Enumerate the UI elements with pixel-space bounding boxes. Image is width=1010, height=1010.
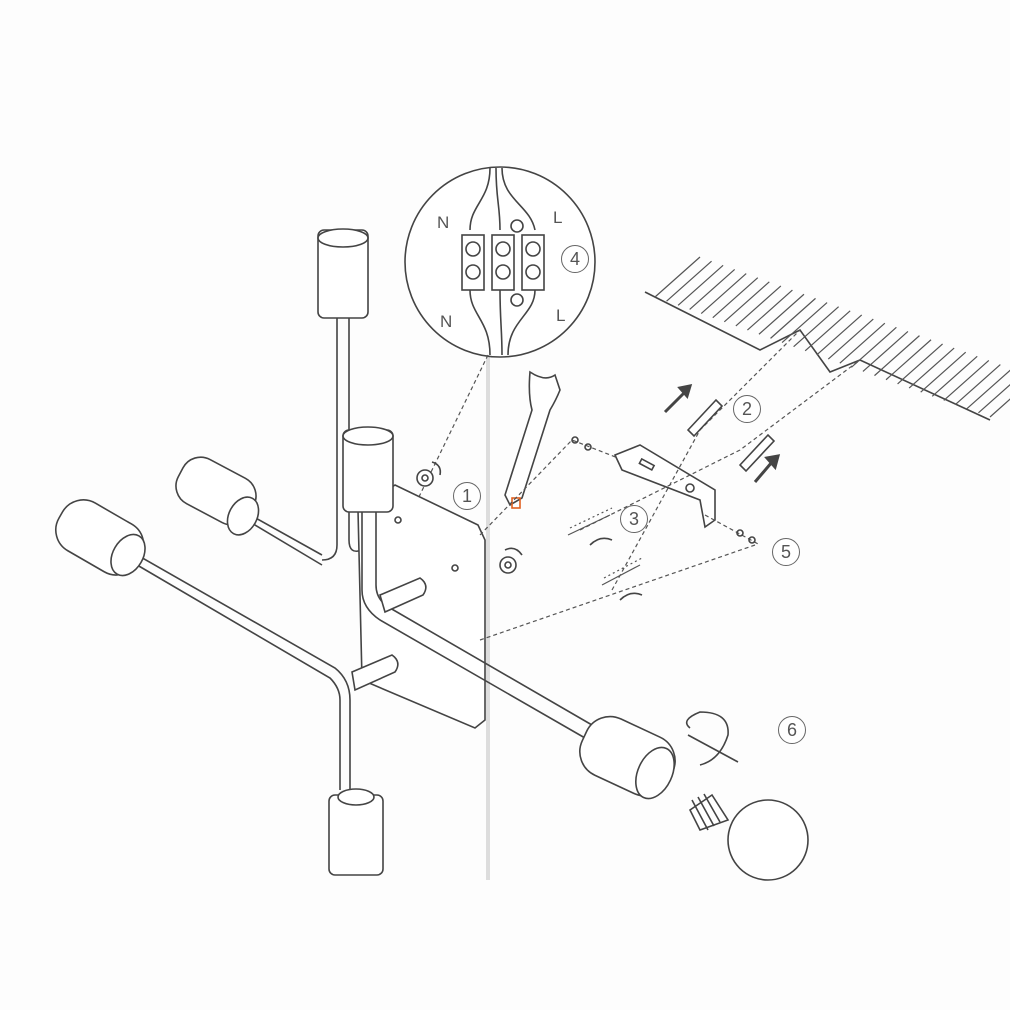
step-3-marker: 3 [620, 505, 648, 533]
screw-icon [601, 557, 643, 586]
hatch-line [654, 256, 701, 298]
light-bulb [688, 793, 809, 881]
hatch-line [920, 351, 967, 393]
hatch-line [689, 268, 736, 310]
arrow-up-icon [753, 454, 781, 483]
hatch-line [885, 339, 932, 381]
hatch-line [758, 293, 805, 335]
hatch-line [793, 306, 840, 348]
lamp-holder [328, 794, 384, 876]
mounting-bracket [613, 444, 716, 529]
ceiling-hatch [644, 256, 1010, 421]
live-label: L [556, 306, 566, 325]
hatch-line [978, 384, 1010, 414]
neutral-label: N [440, 312, 453, 331]
rotate-arrow-icon [589, 537, 643, 601]
hatch-line [897, 343, 943, 385]
hatch-line [770, 297, 816, 339]
hatch-line [931, 355, 978, 397]
mounting-plate [357, 484, 486, 729]
step-5-marker: 5 [772, 538, 800, 566]
hatch-line [677, 264, 724, 306]
hatch-line [862, 331, 909, 372]
step-2-marker: 2 [733, 395, 761, 423]
step-6-marker: 6 [778, 716, 806, 744]
hatch-line [850, 326, 897, 368]
rotate-arrow-icon [431, 461, 442, 476]
neutral-label: N [437, 213, 450, 232]
arrow-up-icon [663, 384, 693, 414]
step-4-marker: 4 [561, 245, 589, 273]
hatch-line [816, 314, 863, 356]
hatch-line [966, 369, 1010, 410]
hatch-line [874, 335, 920, 377]
hatch-line [804, 310, 851, 352]
hatch-line [989, 398, 1010, 418]
hatch-line [735, 285, 782, 327]
hatch-line [781, 302, 828, 343]
lamp-arm-right-long [342, 426, 676, 800]
hatch-line [839, 322, 886, 364]
hatch-line [943, 359, 990, 401]
hatch-line [712, 277, 759, 319]
nut-icon [416, 469, 434, 487]
hatch-line [747, 289, 793, 331]
step-1-marker: 1 [453, 482, 481, 510]
rotate-bulb-arrow-icon [685, 711, 729, 766]
ground-symbol-icon [510, 293, 524, 307]
screw-icon [567, 507, 613, 536]
hatch-line [700, 273, 747, 315]
wiring-inset [404, 166, 596, 358]
wrench-icon [504, 370, 561, 507]
hatch-line [954, 364, 1001, 406]
wall-anchor-icon [738, 433, 776, 473]
wall-anchor-icon [686, 398, 724, 438]
hatch-line [908, 347, 955, 389]
ground-symbol-icon [510, 219, 524, 233]
nut-icon [499, 556, 517, 574]
live-label: L [553, 208, 563, 227]
rotate-arrow-icon [504, 547, 523, 556]
hatch-line [723, 281, 770, 323]
lamp-arm-left-long [55, 499, 399, 876]
lamp-arm-upper-left [175, 456, 323, 566]
hatch-line [827, 318, 874, 360]
hatch-line [666, 260, 712, 302]
